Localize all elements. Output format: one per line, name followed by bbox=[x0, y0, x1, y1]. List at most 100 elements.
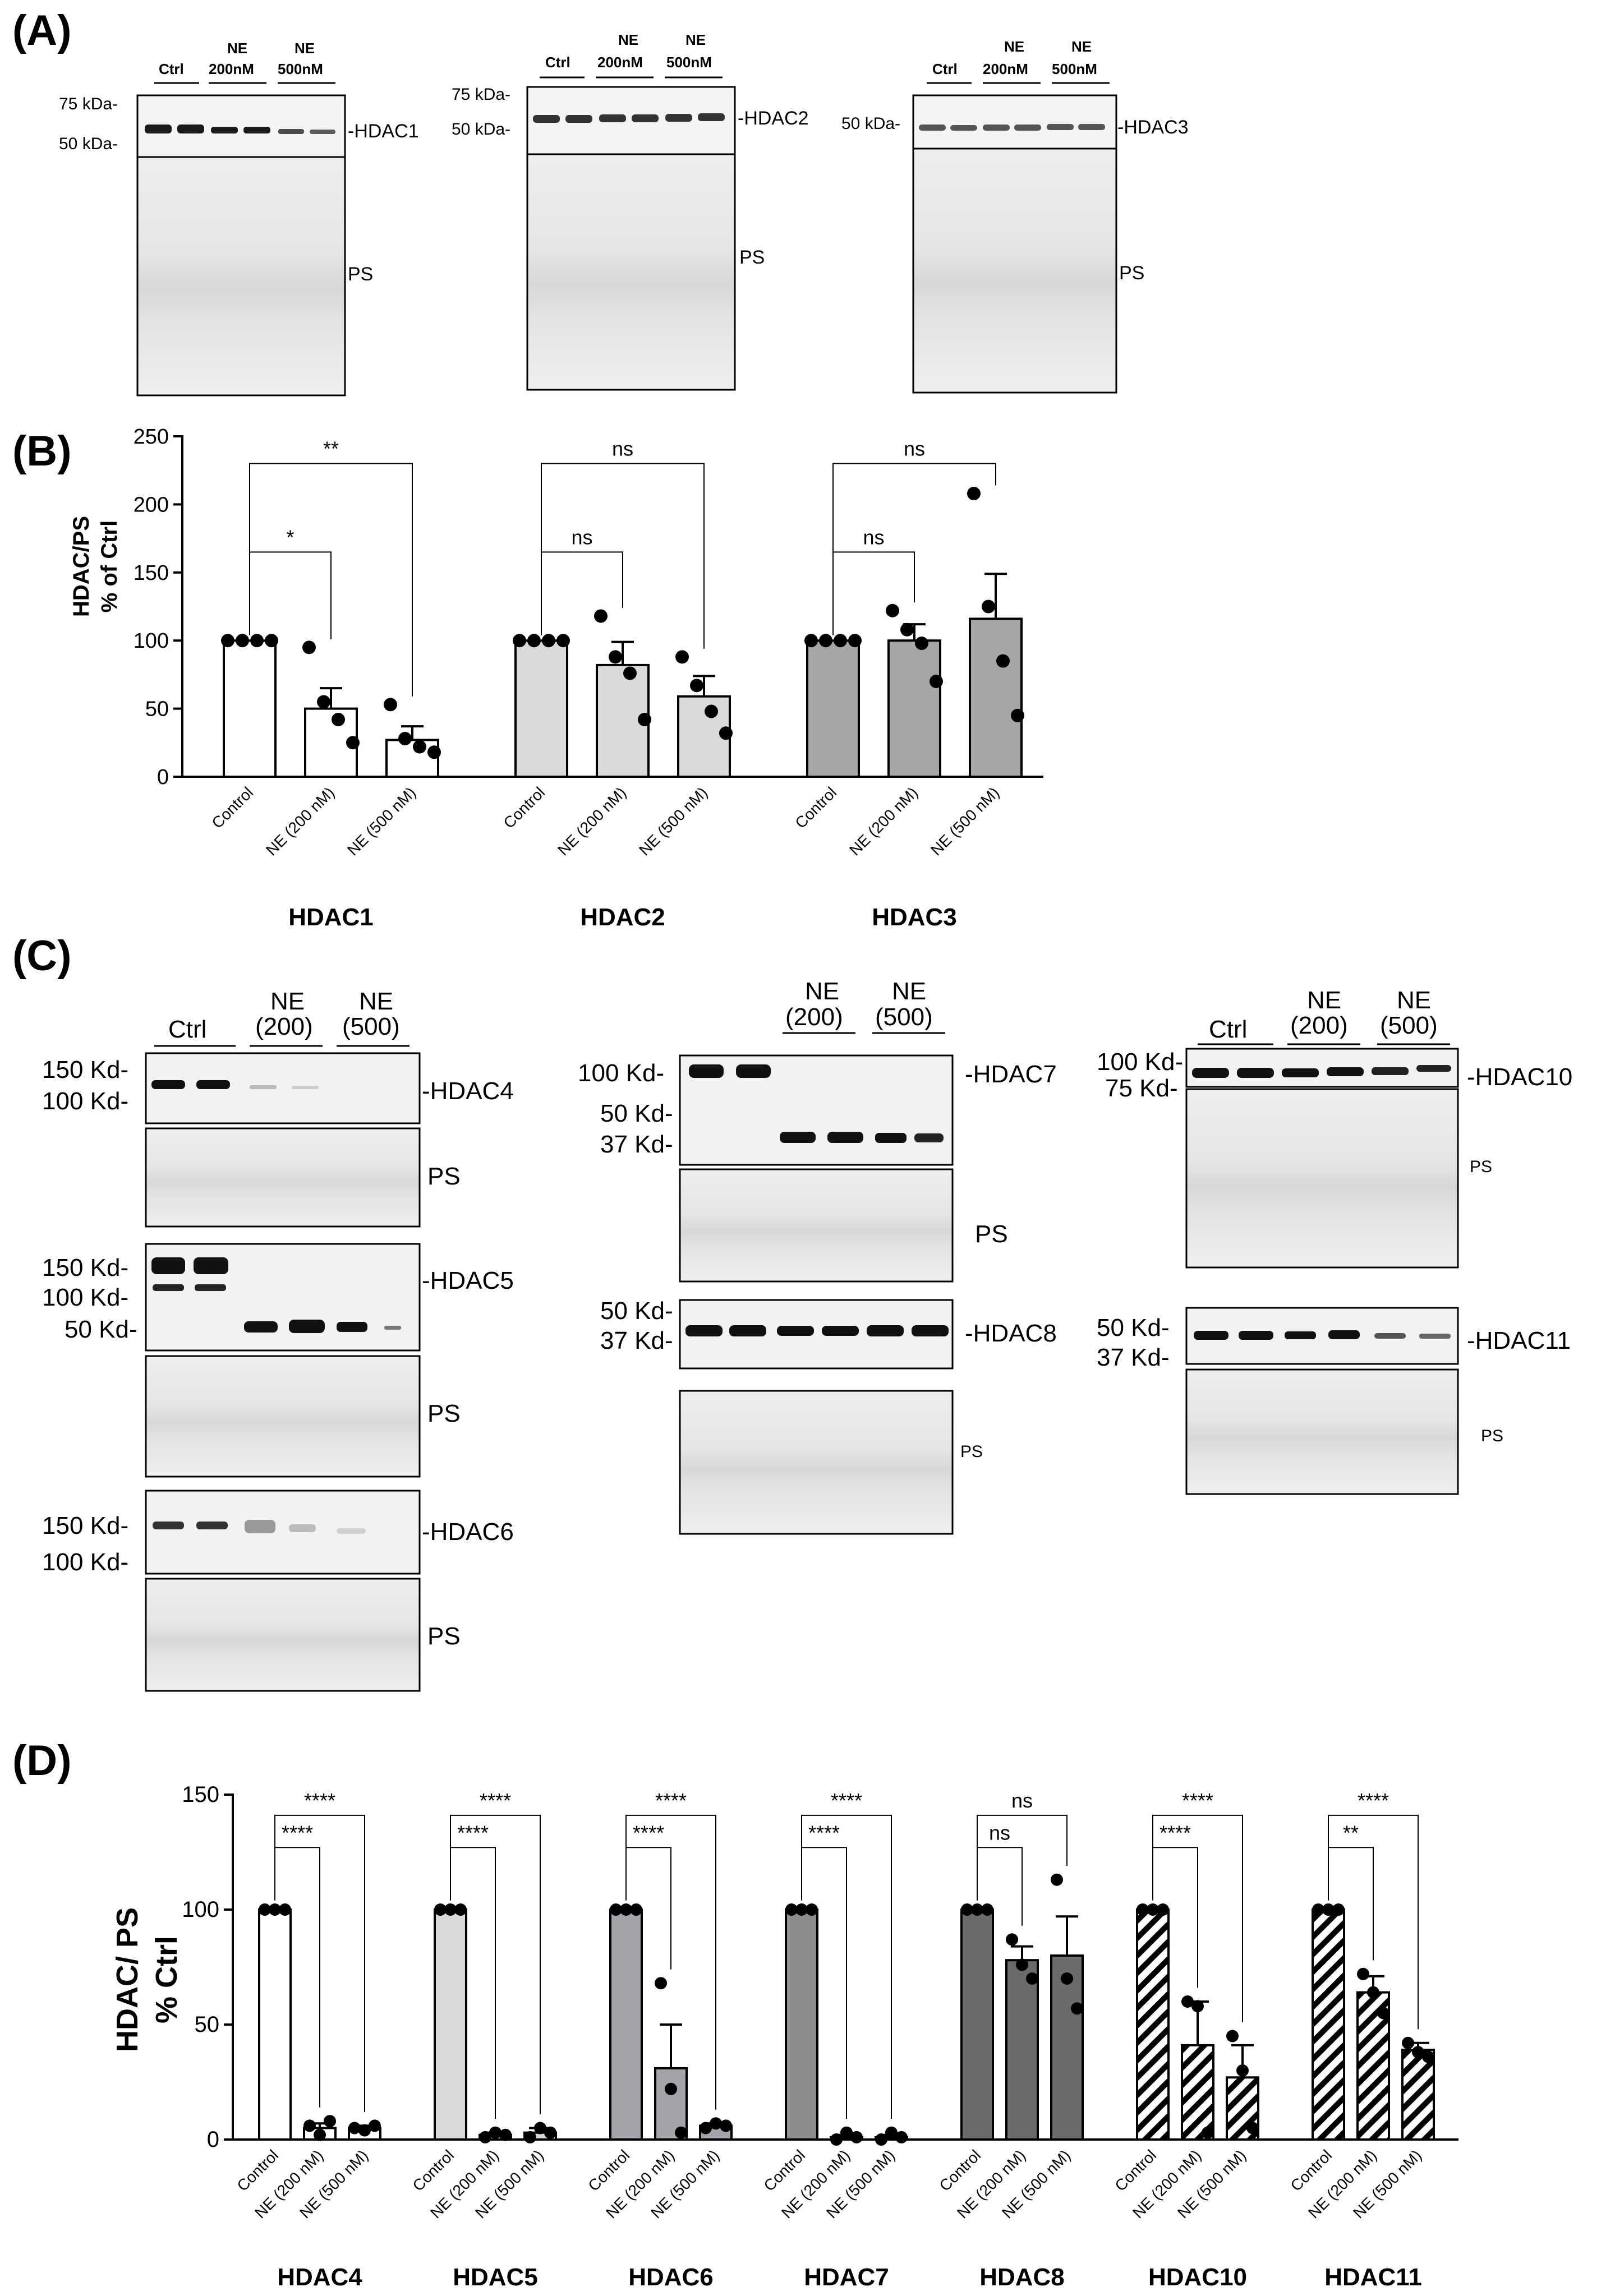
data-point bbox=[279, 1903, 291, 1916]
mw-marker: 50 Kd- bbox=[65, 1316, 137, 1343]
stain-label: PS bbox=[960, 1442, 983, 1461]
mw-marker: 100 Kd- bbox=[578, 1059, 664, 1087]
data-point bbox=[1011, 708, 1024, 722]
category-label: NE (500 nM) bbox=[636, 783, 711, 859]
data-point bbox=[705, 704, 718, 718]
y-axis-label: % of Ctrl bbox=[97, 520, 122, 612]
data-point bbox=[609, 650, 622, 664]
data-point bbox=[527, 634, 541, 648]
lane-header: NE bbox=[227, 40, 247, 57]
data-point bbox=[1137, 1903, 1149, 1916]
significance-label: ** bbox=[1343, 1821, 1359, 1844]
group-label: HDAC3 bbox=[872, 903, 957, 931]
data-point bbox=[324, 2115, 336, 2128]
data-point bbox=[1236, 2064, 1249, 2077]
lane-header: 200nM bbox=[209, 61, 254, 77]
mw-marker: 37 Kd- bbox=[1097, 1344, 1170, 1371]
panel-c-blot-hdac6: 150 Kd- 100 Kd- -HDAC6 PS bbox=[42, 1490, 514, 1692]
group-label: HDAC8 bbox=[979, 2263, 1065, 2291]
data-point bbox=[875, 2133, 887, 2146]
lane-header: (200) bbox=[255, 1013, 313, 1040]
significance-bracket bbox=[249, 463, 413, 697]
data-point bbox=[1006, 1933, 1018, 1946]
mw-marker: 50 kDa- bbox=[59, 135, 118, 153]
data-point bbox=[1051, 1873, 1063, 1886]
stain-label: PS bbox=[348, 264, 373, 285]
bar bbox=[609, 1908, 643, 2141]
data-point bbox=[700, 2122, 712, 2134]
panel-label-a: (A) bbox=[12, 7, 72, 54]
data-point bbox=[655, 1977, 667, 1990]
data-point bbox=[1191, 2000, 1204, 2013]
data-point bbox=[638, 713, 651, 727]
category-label: NE (200 nM) bbox=[846, 783, 921, 859]
data-point bbox=[915, 637, 928, 651]
data-point bbox=[489, 2126, 501, 2139]
significance-label: ns bbox=[989, 1821, 1010, 1844]
significance-bracket bbox=[541, 551, 623, 635]
data-point bbox=[479, 2131, 491, 2143]
y-axis-label: HDAC/ PS bbox=[111, 1907, 144, 2052]
stain-label: PS bbox=[427, 1622, 461, 1650]
stain-label: PS bbox=[427, 1400, 461, 1427]
stain-label: PS bbox=[1481, 1427, 1503, 1445]
data-point bbox=[719, 726, 733, 740]
significance-bracket bbox=[450, 1814, 541, 2114]
stain-label: PS bbox=[427, 1163, 461, 1190]
data-point bbox=[1412, 2046, 1424, 2059]
data-point bbox=[556, 634, 570, 648]
data-point bbox=[398, 732, 412, 746]
stain-label: PS bbox=[1470, 1158, 1492, 1176]
data-point bbox=[302, 640, 316, 654]
mw-marker: 50 kDa- bbox=[841, 114, 900, 133]
lane-header: (500) bbox=[875, 1003, 933, 1031]
lane-header: (500) bbox=[1380, 1012, 1438, 1039]
data-point bbox=[369, 2119, 381, 2132]
bar bbox=[806, 639, 860, 778]
significance-bracket bbox=[249, 551, 332, 639]
data-point bbox=[1157, 1903, 1169, 1916]
mw-marker: 75 kDa- bbox=[452, 85, 510, 104]
lane-header: NE bbox=[685, 31, 706, 48]
data-point bbox=[886, 603, 899, 617]
mw-marker: 150 Kd- bbox=[42, 1056, 128, 1084]
data-point bbox=[524, 2131, 536, 2143]
category-label: NE (500 nM) bbox=[927, 783, 1002, 859]
y-axis-label: HDAC/PS bbox=[69, 516, 94, 617]
bar bbox=[969, 617, 1023, 778]
bar bbox=[514, 639, 568, 778]
panel-c-blot-hdac10: 100 Kd- 75 Kd- -HDAC10 PS bbox=[1097, 1048, 1572, 1269]
data-point bbox=[819, 634, 832, 648]
group-label: HDAC10 bbox=[1148, 2263, 1247, 2291]
data-point bbox=[982, 600, 995, 614]
data-point bbox=[444, 1903, 457, 1916]
category-label: Control bbox=[208, 783, 256, 832]
data-point bbox=[610, 1903, 622, 1916]
data-point bbox=[250, 634, 264, 648]
data-point bbox=[1422, 2050, 1434, 2063]
y-tick-label: 250 bbox=[134, 425, 169, 449]
lane-header: NE bbox=[1071, 38, 1092, 55]
data-point bbox=[1147, 1903, 1159, 1916]
significance-label: **** bbox=[655, 1789, 687, 1812]
stain-label: PS bbox=[1119, 262, 1144, 284]
y-axis-label: % Ctrl bbox=[150, 1936, 183, 2023]
data-point bbox=[221, 634, 234, 648]
significance-label: ns bbox=[612, 437, 633, 460]
data-point bbox=[665, 2082, 677, 2095]
data-point bbox=[314, 2128, 326, 2141]
data-point bbox=[804, 634, 818, 648]
significance-bracket bbox=[274, 1814, 365, 2112]
bar bbox=[1005, 1959, 1039, 2141]
significance-bracket bbox=[1152, 1814, 1243, 2022]
data-point bbox=[996, 654, 1010, 668]
y-tick-label: 150 bbox=[182, 1782, 219, 1807]
group-label: HDAC2 bbox=[580, 903, 665, 931]
significance-bracket bbox=[625, 1814, 716, 2110]
stain-label: PS bbox=[739, 247, 765, 268]
data-point bbox=[542, 634, 555, 648]
y-tick-label: 200 bbox=[134, 493, 169, 517]
bar bbox=[1312, 1908, 1345, 2141]
